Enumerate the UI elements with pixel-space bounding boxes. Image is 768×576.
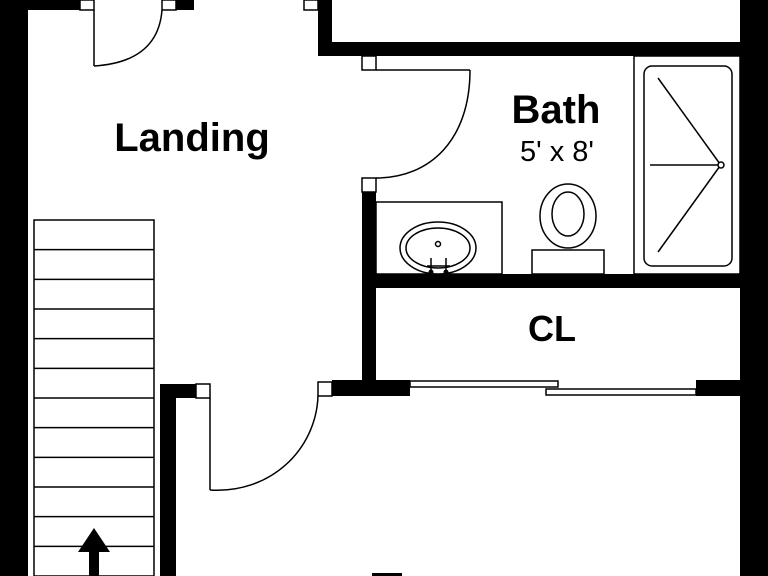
door-jamb [317, 381, 333, 397]
wall-bath-closet-divider [362, 274, 740, 288]
door-bath [375, 69, 471, 179]
wall-closet-bottom-left [332, 380, 410, 396]
sliding-door-panel [409, 380, 559, 388]
wall-bedroom-left [160, 384, 176, 576]
faucet-icon [427, 258, 450, 275]
wall-bath-left [362, 190, 376, 392]
toilet [531, 183, 605, 275]
room-label-landing: Landing [114, 116, 270, 160]
door-jamb [361, 177, 377, 193]
door-jamb [161, 0, 177, 11]
sliding-door-panel [545, 388, 697, 396]
stair-treads [34, 248, 154, 548]
door-jamb [195, 383, 211, 399]
room-label-bath: Bath [512, 88, 601, 132]
wall-upper-room-bottom [318, 42, 740, 56]
label-fragment [372, 573, 402, 576]
door-bedroom [209, 395, 319, 491]
sink-drain [434, 240, 442, 248]
wall-closet-bottom-right [696, 380, 740, 396]
wall-bedroom-top [160, 384, 196, 398]
room-dimensions-bath: 5' x 8' [520, 136, 594, 168]
closet-sliding-doors [409, 380, 697, 396]
shower-slope [657, 77, 721, 165]
door-jamb [303, 0, 319, 11]
wall-left [0, 0, 28, 576]
shower-drain [717, 161, 725, 169]
door-jambs [79, 0, 377, 399]
wall-right [740, 0, 768, 576]
wall-top-door-jamb [176, 0, 194, 10]
door-swing-arc [209, 395, 319, 491]
door-swing-arc [375, 69, 471, 179]
door-jamb [79, 0, 95, 11]
vanity [375, 201, 503, 275]
room-label-closet: CL [528, 308, 576, 349]
door-top [93, 9, 163, 67]
arrow-up-icon [78, 528, 110, 576]
door-swing-arc [93, 9, 163, 67]
stairs [33, 219, 155, 576]
toilet-tank [531, 249, 605, 275]
shower [633, 55, 741, 275]
shower-slope [657, 165, 721, 253]
door-jamb [361, 55, 377, 71]
sink-bowl [405, 227, 471, 269]
shower-pan [643, 65, 733, 267]
toilet-seat [551, 191, 585, 237]
wall-top-left-stub [28, 0, 80, 10]
